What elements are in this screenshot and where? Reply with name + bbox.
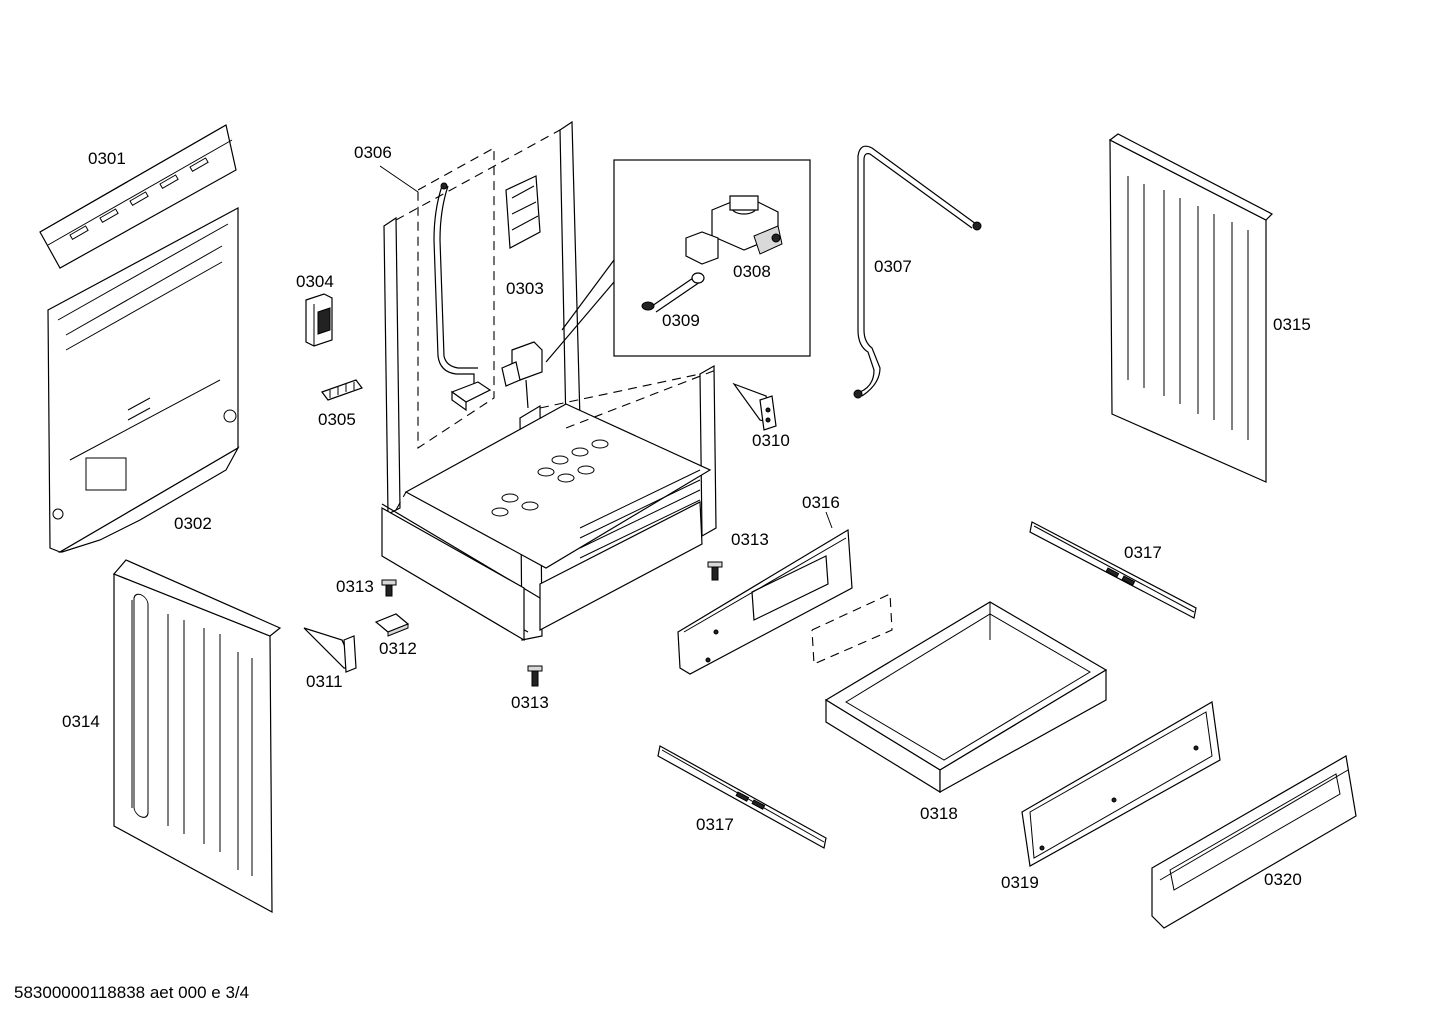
part-0313-screw-c [527, 665, 543, 687]
part-0317-rail-lower [657, 745, 827, 849]
part-0313-screw-a [381, 579, 397, 597]
label-0315: 0315 [1273, 315, 1311, 334]
part-0312-clip [374, 613, 410, 637]
label-0318: 0318 [920, 804, 958, 823]
part-0320-drawer-front [1151, 755, 1357, 929]
chassis-frame [381, 120, 717, 642]
valve-in-frame [501, 341, 543, 409]
label-0311: 0311 [306, 672, 343, 691]
part-0305-terminal-block [321, 379, 363, 401]
label-0304: 0304 [296, 272, 334, 291]
part-0317-rail-upper [1029, 521, 1197, 619]
label-0313-a: 0313 [336, 577, 374, 596]
label-0306: 0306 [354, 143, 392, 162]
label-0320: 0320 [1264, 870, 1302, 889]
label-0317-a: 0317 [1124, 543, 1162, 562]
part-0309-fitting [641, 272, 705, 313]
part-0311-bracket [303, 627, 357, 673]
label-0310: 0310 [752, 431, 790, 450]
part-0304-module [305, 293, 333, 347]
label-0309: 0309 [662, 311, 700, 330]
part-0307-gas-tube [853, 145, 982, 399]
part-0308-valve [685, 195, 783, 265]
detail-box [545, 159, 811, 363]
label-0302: 0302 [174, 514, 212, 533]
part-0310-bracket [732, 382, 777, 431]
part-0303-board [505, 175, 541, 249]
label-0317-b: 0317 [696, 815, 734, 834]
label-0301: 0301 [88, 149, 126, 168]
label-0316: 0316 [802, 493, 840, 512]
label-0313-b: 0313 [731, 530, 769, 549]
part-0314-side-panel [112, 559, 282, 914]
part-0318-drawer-tray [824, 601, 1108, 794]
label-0307: 0307 [874, 257, 912, 276]
part-0316-front-strip [677, 528, 853, 675]
part-0315-side-panel [1108, 133, 1274, 483]
document-id-footer: 58300000118838 aet 000 e 3/4 [14, 983, 250, 1002]
label-0319: 0319 [1001, 873, 1039, 892]
label-0312: 0312 [379, 639, 417, 658]
label-0305: 0305 [318, 410, 356, 429]
part-0306-tube-assembly [417, 147, 495, 450]
leader-lines [379, 165, 833, 529]
part-0301-top-rail [39, 124, 237, 269]
label-0308: 0308 [733, 262, 771, 281]
gasket-strip [811, 593, 893, 665]
label-0314: 0314 [62, 712, 100, 731]
label-0303: 0303 [506, 279, 544, 298]
part-0313-screw-b [707, 561, 723, 581]
part-0302-back-panel [47, 206, 240, 553]
part-0319-inner-panel [1021, 701, 1221, 867]
label-0313-c: 0313 [511, 693, 549, 712]
